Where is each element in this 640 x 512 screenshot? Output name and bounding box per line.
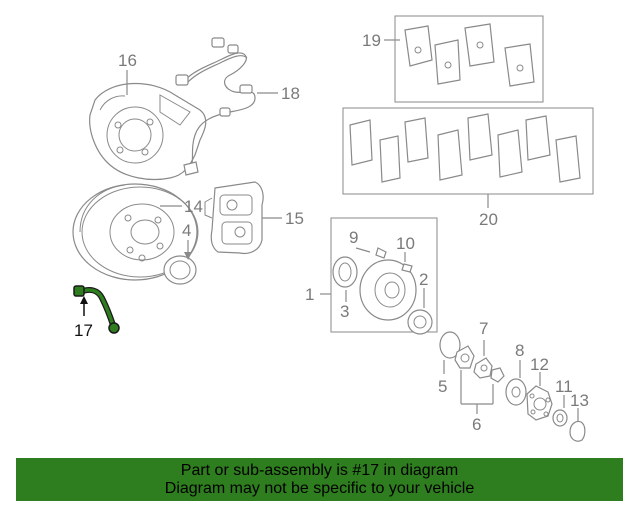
callout-18: 18 — [281, 84, 300, 103]
info-banner: Part or sub-assembly is #17 in diagram D… — [16, 458, 623, 501]
shim-kit-box — [342, 107, 594, 195]
callout-5: 5 — [438, 377, 447, 396]
callout-16: 16 — [118, 51, 137, 70]
callout-9: 9 — [349, 228, 358, 247]
callout-6: 6 — [472, 415, 481, 434]
callout-4: 4 — [182, 221, 191, 240]
callout-3: 3 — [340, 302, 349, 321]
abs-sensor-wire-part[interactable] — [175, 37, 256, 176]
callout-2: 2 — [419, 270, 428, 289]
o-ring-part[interactable] — [439, 331, 461, 359]
pad-kit-box — [394, 15, 544, 103]
callout-17: 17 — [74, 321, 93, 340]
callout-15: 15 — [285, 209, 304, 228]
callout-7: 7 — [479, 319, 488, 338]
grease-cap-part[interactable] — [569, 420, 586, 442]
banner-line-2: Diagram may not be specific to your vehi… — [164, 480, 475, 497]
callout-13: 13 — [570, 391, 589, 410]
lock-nut-part[interactable] — [552, 409, 568, 427]
brake-hose-part-17[interactable] — [73, 285, 120, 334]
oil-seal-part[interactable] — [163, 255, 197, 285]
hub-assembly-box — [330, 217, 438, 333]
callout-12: 12 — [530, 355, 549, 374]
callout-8: 8 — [515, 341, 524, 360]
brake-rotor-part[interactable] — [72, 183, 199, 281]
anti-squeal-shim-kit-part[interactable] — [349, 113, 581, 183]
callout-11: 11 — [555, 377, 573, 396]
callout-20: 20 — [479, 210, 498, 229]
washer-nut-part[interactable] — [454, 345, 505, 383]
callout-14: 14 — [184, 197, 203, 216]
callout-1: 1 — [305, 285, 314, 304]
callout-10: 10 — [396, 234, 415, 253]
parts-diagram: 16 18 14 15 — [72, 15, 594, 442]
hub-assembly-part[interactable] — [332, 247, 433, 335]
callout-19: 19 — [362, 31, 381, 50]
banner-line-1: Part or sub-assembly is #17 in diagram — [180, 462, 459, 479]
brake-caliper-part[interactable] — [204, 181, 264, 255]
brake-pad-set-part[interactable] — [404, 23, 535, 87]
hub-flange-part[interactable] — [505, 378, 553, 421]
